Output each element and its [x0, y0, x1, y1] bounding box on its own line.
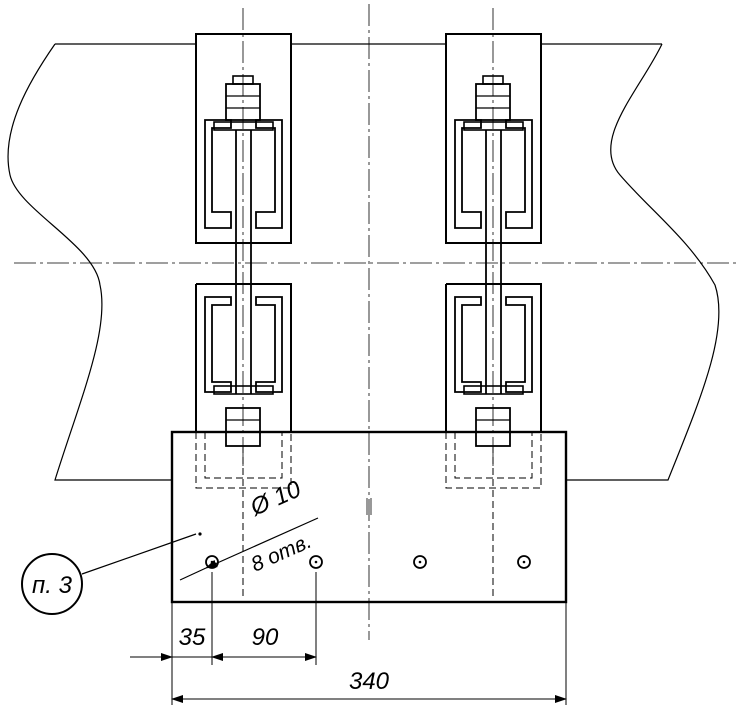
- dimension-overall-width: 340: [349, 668, 390, 695]
- dimension-row-holes: [130, 572, 317, 705]
- part-callout-label: п. 3: [32, 572, 73, 599]
- center-lines: [14, 4, 738, 640]
- mounting-holes: [205, 555, 531, 569]
- hole-count-label: 8 отв.: [248, 530, 315, 577]
- beam-outline: [7, 43, 720, 481]
- base-plate: [170, 430, 568, 604]
- part-callout: [21, 533, 197, 615]
- hole-3: [413, 555, 427, 569]
- hole-leader: [179, 517, 319, 581]
- hole-diameter-label: Ø 10: [246, 475, 306, 522]
- clamp-unit-right: [445, 7, 542, 601]
- dimension-edge-to-hole: 35: [179, 624, 206, 651]
- dimension-hole-spacing: 90: [252, 624, 279, 651]
- hole-4: [517, 555, 531, 569]
- hole-2: [309, 555, 323, 569]
- dimension-overall: [171, 602, 567, 705]
